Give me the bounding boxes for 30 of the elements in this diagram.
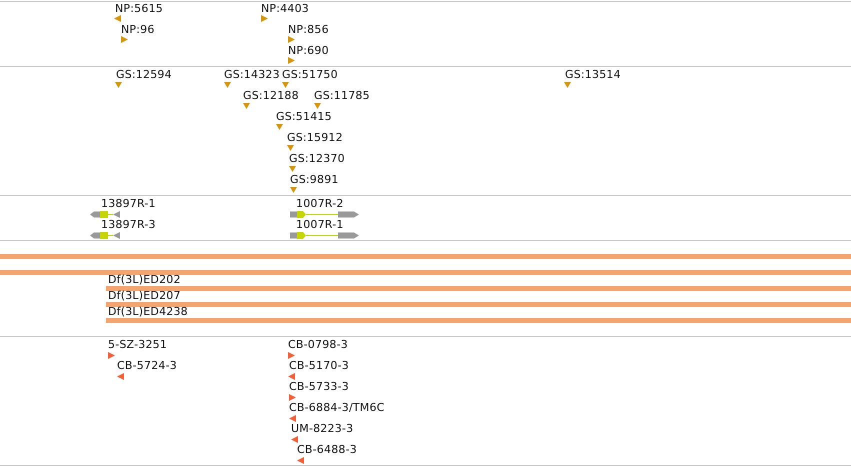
feature-label: NP:690 xyxy=(288,44,329,57)
feature-label: NP:5615 xyxy=(115,2,163,15)
feature-label: Df(3L)ED207 xyxy=(108,289,181,302)
feature-label: NP:856 xyxy=(288,23,329,36)
feature-label: GS:15912 xyxy=(287,131,343,144)
feature-label: NP:4403 xyxy=(261,2,309,15)
feature-label: GS:51415 xyxy=(276,110,332,123)
feature-label: 13897R-1 xyxy=(101,197,156,210)
feature-label: GS:9891 xyxy=(290,173,339,186)
feature-label: GS:12594 xyxy=(116,68,172,81)
feature-label: GS:14323 xyxy=(224,68,280,81)
feature-label: CB-6488-3 xyxy=(297,443,357,456)
feature-label: Df(3L)ED4238 xyxy=(108,305,188,318)
feature-label: NP:96 xyxy=(121,23,155,36)
feature-label: GS:13514 xyxy=(565,68,621,81)
feature-label: CB-5724-3 xyxy=(117,359,177,372)
feature-label: 1007R-1 xyxy=(296,218,344,231)
feature-label: CB-5733-3 xyxy=(289,380,349,393)
feature-label: GS:11785 xyxy=(314,89,370,102)
feature-label: CB-0798-3 xyxy=(288,338,348,351)
feature-label: 1007R-2 xyxy=(296,197,344,210)
feature-label: Df(3L)ED202 xyxy=(108,273,181,286)
feature-label: 5-SZ-3251 xyxy=(108,338,168,351)
feature-label: 13897R-3 xyxy=(101,218,156,231)
feature-label: GS:12370 xyxy=(289,152,345,165)
feature-label: UM-8223-3 xyxy=(291,422,354,435)
feature-label: CB-5170-3 xyxy=(289,359,349,372)
feature-label: CB-6884-3/TM6C xyxy=(289,401,385,414)
feature-label: GS:51750 xyxy=(282,68,338,81)
feature-label: GS:12188 xyxy=(243,89,299,102)
